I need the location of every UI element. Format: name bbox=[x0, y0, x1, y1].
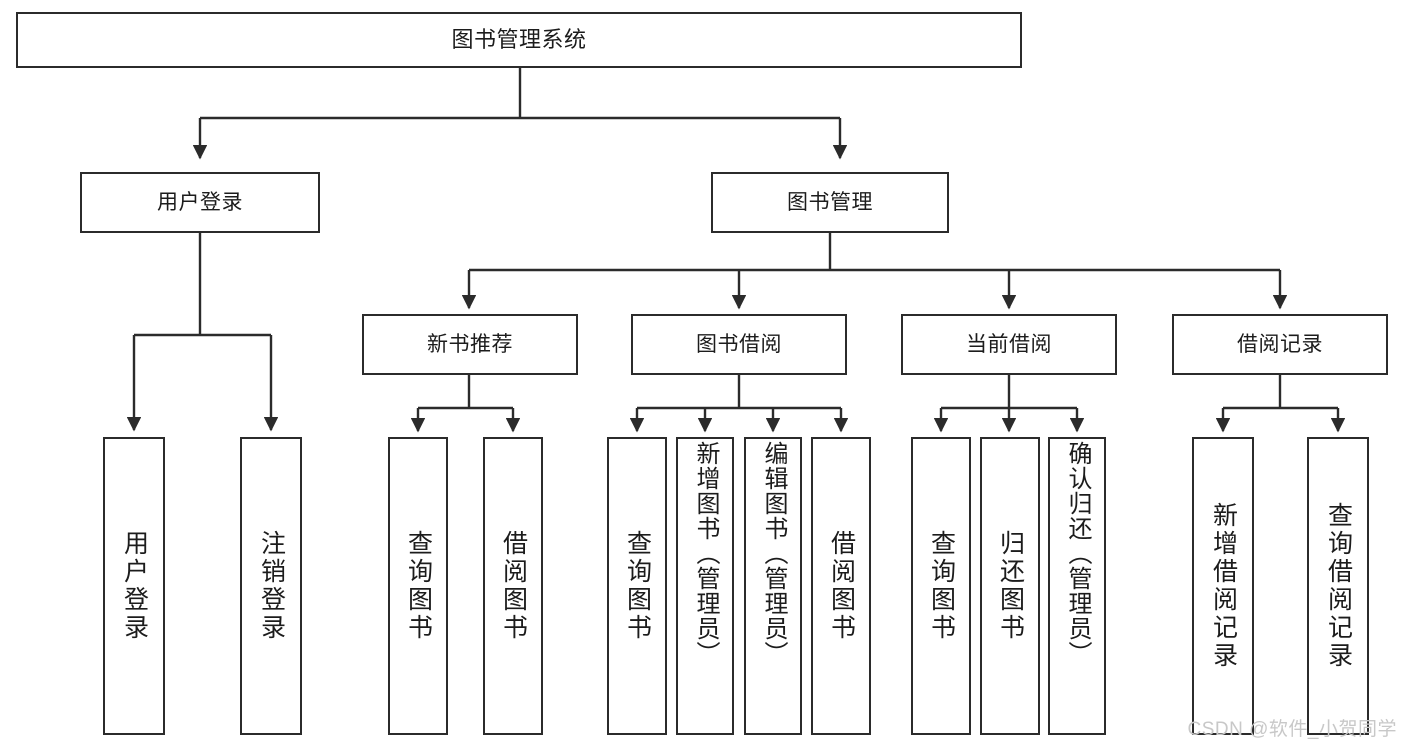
leaf-recommend-query-book[interactable]: 查询图书 bbox=[388, 437, 448, 735]
node-label: 编辑图书（管理员） bbox=[760, 441, 787, 666]
node-label: 查询图书 bbox=[623, 530, 652, 642]
leaf-current-confirm-return-admin[interactable]: 确认归还（管理员） bbox=[1048, 437, 1106, 735]
node-label: 归还图书 bbox=[996, 530, 1025, 642]
leaf-borrow-query-book[interactable]: 查询图书 bbox=[607, 437, 667, 735]
leaf-current-query-book[interactable]: 查询图书 bbox=[911, 437, 971, 735]
node-label: 查询图书 bbox=[927, 530, 956, 642]
node-borrow-record[interactable]: 借阅记录 bbox=[1172, 314, 1388, 375]
node-book-management[interactable]: 图书管理 bbox=[711, 172, 949, 233]
node-current-borrow[interactable]: 当前借阅 bbox=[901, 314, 1117, 375]
node-label: 新书推荐 bbox=[427, 332, 513, 356]
leaf-current-return-book[interactable]: 归还图书 bbox=[980, 437, 1040, 735]
node-label: 图书管理 bbox=[787, 190, 873, 214]
leaf-borrow-borrow-book[interactable]: 借阅图书 bbox=[811, 437, 871, 735]
node-label: 查询图书 bbox=[404, 530, 433, 642]
node-book-borrow[interactable]: 图书借阅 bbox=[631, 314, 847, 375]
leaf-recommend-borrow-book[interactable]: 借阅图书 bbox=[483, 437, 543, 735]
node-label: 当前借阅 bbox=[966, 332, 1052, 356]
leaf-user-login-login[interactable]: 用户登录 bbox=[103, 437, 165, 735]
node-label: 注销登录 bbox=[257, 530, 286, 642]
node-label: 借阅图书 bbox=[499, 530, 528, 642]
node-root-system[interactable]: 图书管理系统 bbox=[16, 12, 1022, 68]
node-new-book-recommend[interactable]: 新书推荐 bbox=[362, 314, 578, 375]
node-label: 新增借阅记录 bbox=[1209, 502, 1238, 670]
node-label: 图书借阅 bbox=[696, 332, 782, 356]
node-label: 确认归还（管理员） bbox=[1064, 441, 1091, 666]
node-label: 用户登录 bbox=[157, 190, 243, 214]
node-label: 图书管理系统 bbox=[451, 26, 587, 52]
node-label: 新增图书（管理员） bbox=[692, 441, 719, 666]
leaf-borrow-add-book-admin[interactable]: 新增图书（管理员） bbox=[676, 437, 734, 735]
leaf-borrow-edit-book-admin[interactable]: 编辑图书（管理员） bbox=[744, 437, 802, 735]
leaf-record-query-record[interactable]: 查询借阅记录 bbox=[1307, 437, 1369, 735]
node-label: 借阅图书 bbox=[827, 530, 856, 642]
leaf-record-add-record[interactable]: 新增借阅记录 bbox=[1192, 437, 1254, 735]
node-label: 用户登录 bbox=[120, 530, 149, 642]
node-user-login[interactable]: 用户登录 bbox=[80, 172, 320, 233]
node-label: 借阅记录 bbox=[1237, 332, 1323, 356]
node-label: 查询借阅记录 bbox=[1324, 502, 1353, 670]
watermark: CSDN @软件_小贺同学 bbox=[1187, 719, 1397, 740]
leaf-user-login-logout[interactable]: 注销登录 bbox=[240, 437, 302, 735]
